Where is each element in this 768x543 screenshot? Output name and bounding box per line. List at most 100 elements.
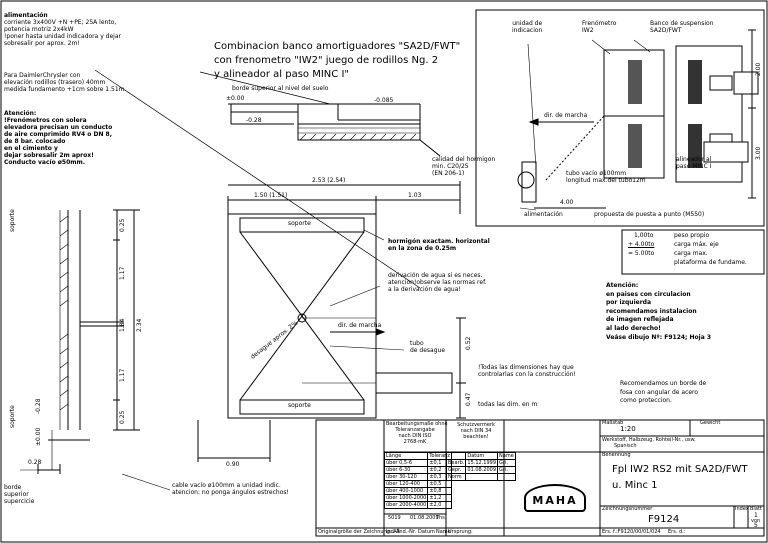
load-desc-1: peso propio (674, 232, 710, 239)
originalgroesse: Originalgröße der Zeichnung: A3 (318, 529, 400, 535)
tol-cell: über 2000-4000 (383, 501, 429, 509)
tol-header-row: Länge Toleranz (383, 452, 452, 460)
calidad-line-2: min. C20/25 (432, 163, 469, 170)
recomendamos-2: fosa con angular de acero (620, 388, 699, 396)
calidad-line-3: (EN 206-1) (432, 170, 465, 177)
load-val-2: + 4.00to (628, 241, 655, 248)
tol-cell: über 120-400 (383, 480, 429, 488)
dim-052: 0.52 (465, 336, 472, 350)
side-dim-117a: 1.17 (119, 266, 126, 280)
side-dim-117b: 1.17 (119, 368, 126, 382)
atencion-line-1: !Frenómetros con solera (4, 117, 87, 124)
inset-alineador-line-1: alineador al (676, 156, 712, 163)
atencion-right-1: Atención: (606, 282, 639, 289)
tolerance-heading: Bearbeitungsmaße ohne Toleranzangabe nac… (386, 421, 448, 445)
atencion-line-3: de aire comprimido RV4 o DN 8, (4, 131, 113, 138)
inset-unidad-line-1: unidad de (512, 20, 543, 27)
inset-banco-label: Banco de suspension SA2D/FWT (650, 20, 714, 34)
alimentacion-line-1: corriente 3x400V +N +PE; 25A lento, (4, 19, 117, 26)
side-level-000: ±0.00 (35, 427, 42, 446)
hormigon-line-1: hormigón exactam. horizontal (388, 238, 490, 245)
todas-dim-line-2: controlarlas con la construcción! (478, 371, 576, 378)
inset-dim-200: 2.00 (755, 62, 762, 76)
date-col-datum: Datum (465, 452, 499, 460)
tol-cell: über 6-30 (383, 466, 429, 474)
load-val-3: = 5.00to (628, 250, 655, 257)
schutz-2: nach DIN 34 (460, 428, 492, 434)
pit-section (228, 103, 441, 157)
date-cell: Bearb. (445, 459, 467, 467)
bottom-ind: Ind. (386, 529, 396, 535)
plan-dir-marcha: dir. de marcha (338, 322, 382, 329)
tubo-desague-line-1: tubo (410, 340, 424, 347)
dim-090: 0.90 (226, 461, 240, 468)
inset-frame (475, 9, 765, 227)
table-row: Norm (445, 473, 516, 481)
maha-logo-text: MAHA (532, 494, 578, 507)
plan-view (197, 181, 466, 462)
atencion-line-4: de 8 bar. colocado (4, 138, 66, 145)
date-cell (465, 473, 499, 481)
section-level-028: -0.28 (246, 117, 262, 124)
side-soporte-bottom: soporte (9, 405, 16, 428)
loads-box (621, 229, 765, 275)
bottom-datum: Datum (418, 529, 435, 535)
load-desc-2: carga máx. eje (674, 241, 719, 248)
load-val-1: 1,00to (634, 232, 654, 239)
cable-vacio-line-2: atencion: no ponga ángulos estrechos! (172, 489, 289, 496)
atencion-note: Atención: !Frenómetros con solera elevad… (4, 110, 112, 166)
inset-unidad-line-2: indicacion (512, 27, 543, 34)
date-cell: Norm (445, 473, 467, 481)
date-cell (497, 473, 516, 481)
tol-cell: über 0,5-6 (383, 459, 429, 467)
main-title-line-3: y alineador al paso MINC I" (214, 69, 349, 80)
atencion-right-3: por izquierda (606, 299, 652, 307)
rev-name: Ths. (436, 515, 447, 521)
side-dim-234: 2.34 (136, 318, 143, 332)
inset-tubo-line-1: tubo vacío ø100mm (566, 170, 627, 177)
plan-soporte-top: soporte (288, 220, 311, 227)
gewicht-label: Gewicht (700, 420, 721, 426)
tubo-desague-label: tubo de desague (410, 340, 445, 354)
table-row: über 6-30±0,2 (383, 466, 452, 474)
tol-cell: über 400-1000 (383, 487, 429, 495)
werkstoff: Werkstoff, Halbzeug, Rohteil-Nr., usw. S… (602, 437, 696, 449)
blatt-label: Blatt (750, 506, 762, 512)
borde-superior-label: borde superior al nivel del suelo (232, 85, 329, 92)
main-title-line-2: con frenometro "IW2" juego de rodillos N… (214, 55, 439, 66)
massstab-label: Maßstab (602, 420, 624, 426)
plan-soporte-bottom: soporte (288, 402, 311, 409)
dim-047: 0.47 (465, 392, 472, 406)
drawing-title: Fpl IW2 RS2 mit SA2D/FWT u. Minc 1 (612, 462, 747, 494)
main-title-line-1: Combinacion banco amortiguadores "SA2D/F… (214, 41, 461, 52)
tol-head-4: 2768-mK (403, 439, 427, 445)
daimler-note: Para DaimlerChrysler con elevación rodil… (4, 72, 126, 93)
tol-cell: ±0,5 (427, 480, 452, 488)
daimler-line-1: Para DaimlerChrysler con (4, 72, 81, 79)
rev-number: 5019 (388, 515, 401, 521)
tol-head-3: nach DIN ISO (398, 433, 432, 439)
daimler-line-2: elevación rodillos (trasero) 40mm (4, 79, 106, 86)
inset-banco-line-1: Banco de suspension (650, 20, 714, 27)
title-block-frame (315, 419, 765, 537)
date-cell: Gri. (497, 466, 516, 474)
inset-tubo-line-2: longitud max.del tubo12m (566, 177, 646, 184)
werkstoff-2: Spanisch (614, 443, 637, 449)
bottom-aend: Änd.-Nr. (396, 529, 417, 535)
side-dim-184: 1.84 (119, 318, 126, 332)
cable-vacio-note: cable vacío ø100mm a unidad indic. atenc… (172, 482, 289, 496)
ersatz-durch: Ers. d.: (668, 529, 686, 535)
tol-cell: über 1000-2000 (383, 494, 429, 502)
side-section (37, 209, 140, 474)
inset-alineador: alineador al paso MINC I (676, 156, 712, 170)
alimentacion-line-4: sobresalir por aprox. 2m! (4, 40, 80, 47)
side-dim-028: 0.28 (28, 459, 42, 466)
tol-head-2: Toleranzangabe (395, 427, 435, 433)
side-borde-line-2: superior (4, 491, 29, 498)
maha-logo: MAHA (524, 484, 586, 512)
date-col-name: Name (497, 452, 516, 460)
